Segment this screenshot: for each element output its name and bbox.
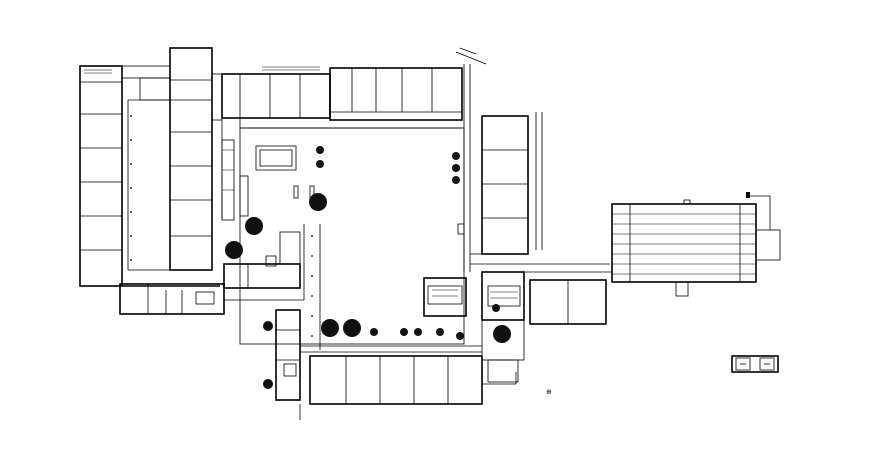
tree-icon <box>414 328 422 336</box>
tree-icon <box>225 241 243 259</box>
tree-icon <box>492 304 500 312</box>
courtyard <box>221 127 465 345</box>
west-wing <box>79 65 220 287</box>
tree-icon <box>452 164 460 172</box>
tree-icon <box>316 146 324 154</box>
tree-icon <box>263 379 273 389</box>
tree-icon <box>370 328 378 336</box>
tree-icon <box>400 328 408 336</box>
tree-icon <box>493 325 511 343</box>
tree-icon <box>456 332 464 340</box>
tree-icon <box>343 319 361 337</box>
west-inner-block <box>169 47 223 271</box>
southwest-annex <box>119 224 321 350</box>
tree-icon <box>263 321 273 331</box>
trees <box>225 146 511 389</box>
column-markers <box>130 115 313 337</box>
south-wing <box>275 309 483 420</box>
east-classroom-block <box>470 112 610 265</box>
tree-icon <box>316 160 324 168</box>
tree-icon <box>452 176 460 184</box>
north-wing <box>221 66 463 129</box>
annotation-mark: ⊕ <box>546 388 552 396</box>
tree-icon <box>245 217 263 235</box>
legend-key <box>731 355 779 373</box>
tree-icon <box>309 193 327 211</box>
restroom-blocks <box>423 271 525 383</box>
east-link <box>482 271 612 385</box>
gymnasium <box>611 192 781 297</box>
tree-icon <box>436 328 444 336</box>
tree-icon <box>452 152 460 160</box>
tree-icon <box>321 319 339 337</box>
